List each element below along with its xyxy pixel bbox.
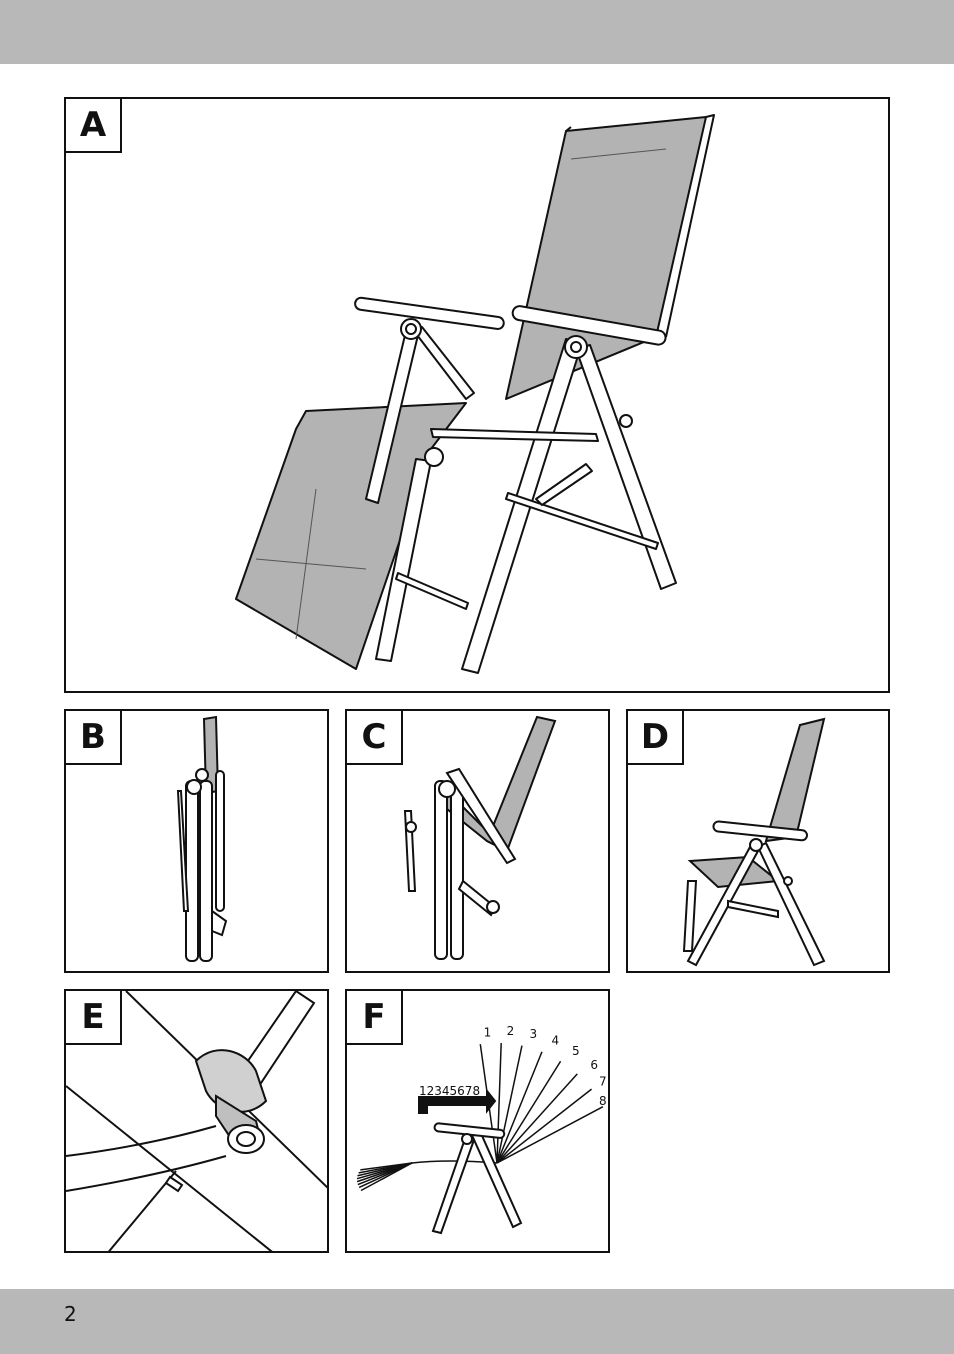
figure-label-e: E	[64, 989, 122, 1045]
figure-label-a: A	[64, 97, 122, 153]
figure-d: D	[626, 709, 890, 973]
footer-bar	[0, 1289, 954, 1354]
position-number: 8	[599, 1094, 607, 1108]
position-number: 7	[599, 1075, 607, 1089]
page-number: 2	[64, 1302, 77, 1326]
figure-c: C	[345, 709, 610, 973]
position-number: 5	[572, 1044, 580, 1058]
figure-a: A	[64, 97, 890, 693]
reclining-chair-illustration	[66, 99, 890, 693]
figure-e: E	[64, 989, 329, 1253]
figure-label-f: F	[345, 989, 403, 1045]
position-number: 4	[551, 1034, 559, 1048]
position-number: 2	[507, 1024, 515, 1038]
figure-label-b: B	[64, 709, 122, 765]
figure-label-d: D	[626, 709, 684, 765]
figure-b: B	[64, 709, 329, 973]
backrest-position-line	[497, 1061, 561, 1163]
figure-label-c: C	[345, 709, 403, 765]
backrest-position-line	[497, 1074, 577, 1163]
position-number: 3	[529, 1027, 537, 1041]
position-number: 6	[590, 1058, 598, 1072]
position-number: 1	[484, 1025, 492, 1039]
backrest-position-line	[497, 1107, 603, 1163]
positions-arrow-label: 12345678	[419, 1084, 480, 1098]
header-bar	[0, 0, 954, 64]
